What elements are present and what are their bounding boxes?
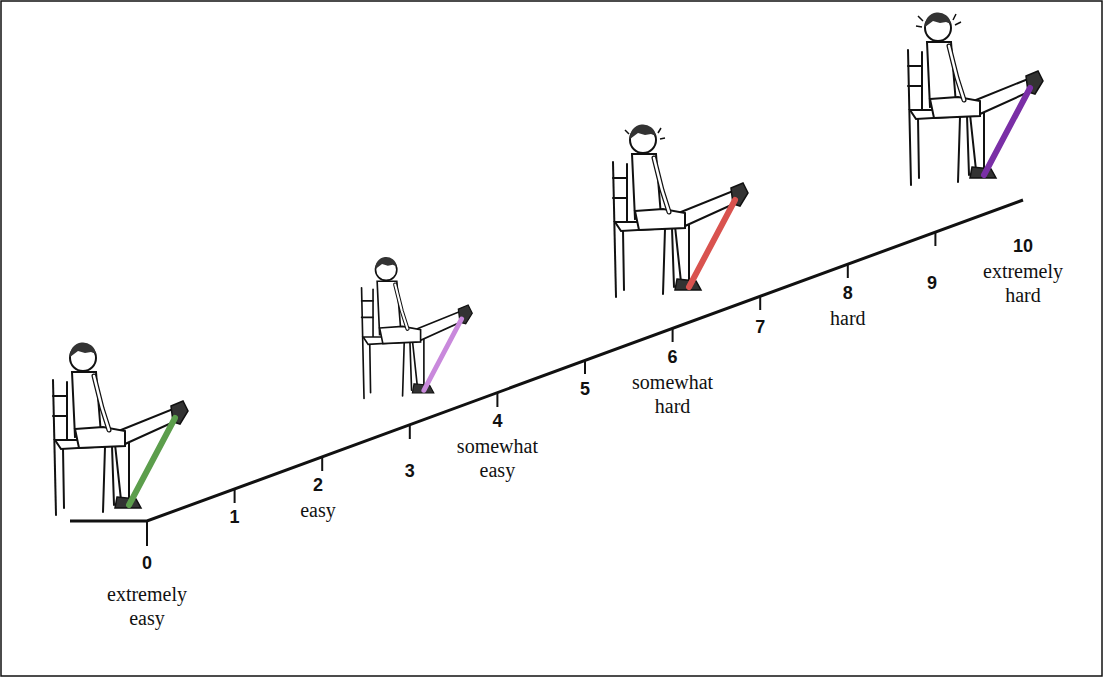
- figure-somewhat-hard: [613, 124, 748, 297]
- scale-descriptor: extremely hard: [968, 259, 1078, 307]
- tick: [672, 328, 674, 342]
- scale-descriptor: somewhat easy: [442, 434, 552, 482]
- seated-man: [908, 12, 1043, 185]
- ramp-line: [70, 200, 1023, 521]
- figure-extremely-easy: [53, 342, 188, 515]
- tick: [934, 232, 936, 246]
- tick: [496, 393, 498, 407]
- scale-number: 5: [580, 379, 590, 399]
- tick: [584, 360, 586, 374]
- tick: [847, 264, 849, 278]
- scale-number: 10: [1013, 236, 1033, 256]
- scale-number: 7: [755, 317, 765, 337]
- scale-number: 2: [313, 475, 323, 495]
- tick: [146, 521, 148, 546]
- tick: [321, 457, 323, 471]
- scale-number: 3: [405, 461, 415, 481]
- band-green: [129, 418, 175, 505]
- figure-extremely-hard: [908, 12, 1043, 185]
- band-pink: [424, 319, 462, 390]
- scale-descriptor: easy: [263, 498, 373, 522]
- scale-descriptor: somewhat hard: [618, 370, 728, 418]
- sweat-marks: [625, 128, 665, 139]
- seated-man: [613, 124, 748, 297]
- scale-ramp: [70, 200, 1023, 546]
- scale-descriptor: extremely easy: [92, 582, 202, 630]
- scale-number: 9: [927, 273, 937, 293]
- scale-number: 8: [843, 283, 853, 303]
- tick: [409, 425, 411, 439]
- scale-descriptor: hard: [793, 306, 903, 330]
- scale-number: 0: [142, 553, 152, 573]
- figure-somewhat-easy: [362, 257, 473, 399]
- band-red: [689, 200, 735, 287]
- tick: [759, 296, 761, 310]
- seated-man: [53, 342, 188, 515]
- scale-number: 6: [668, 347, 678, 367]
- sweat-marks: [916, 14, 961, 27]
- scale-number: 4: [492, 411, 502, 431]
- seated-man: [362, 257, 473, 399]
- tick: [234, 489, 236, 503]
- band-purple: [984, 88, 1030, 175]
- scale-number: 1: [230, 507, 240, 527]
- ticks: [147, 232, 935, 546]
